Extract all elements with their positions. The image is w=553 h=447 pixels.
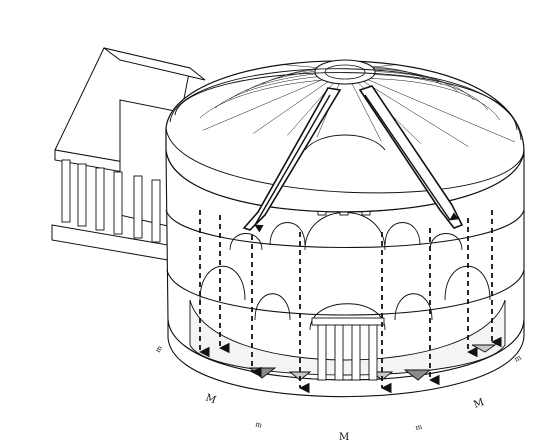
portico-columns (61, 159, 161, 243)
label-m-right: m (513, 353, 523, 363)
label-m-lower-right: m (415, 423, 424, 432)
portico-base (51, 224, 169, 261)
aedicula-lintel (311, 317, 385, 326)
column (334, 324, 344, 381)
column (351, 324, 361, 381)
shaded-pier-2 (403, 369, 432, 381)
dome-thrust-arrows (254, 94, 459, 233)
cornice-lower (166, 269, 525, 316)
column (317, 324, 327, 381)
step-rings (169, 68, 522, 141)
label-M-left: M (204, 392, 217, 406)
label-M-bottom: M (339, 432, 349, 443)
pediment-ridge (103, 47, 206, 81)
label-m-left: m (154, 344, 164, 354)
ground-labels: m M m M m M m (154, 344, 523, 443)
cornice-upper (165, 209, 525, 248)
load-path-arrows (198, 210, 502, 394)
label-M-right: M (472, 397, 485, 411)
label-m-lower-left: m (254, 420, 263, 430)
dome-section-cut (242, 85, 464, 231)
column (368, 324, 378, 381)
coffered-dome (165, 59, 525, 213)
